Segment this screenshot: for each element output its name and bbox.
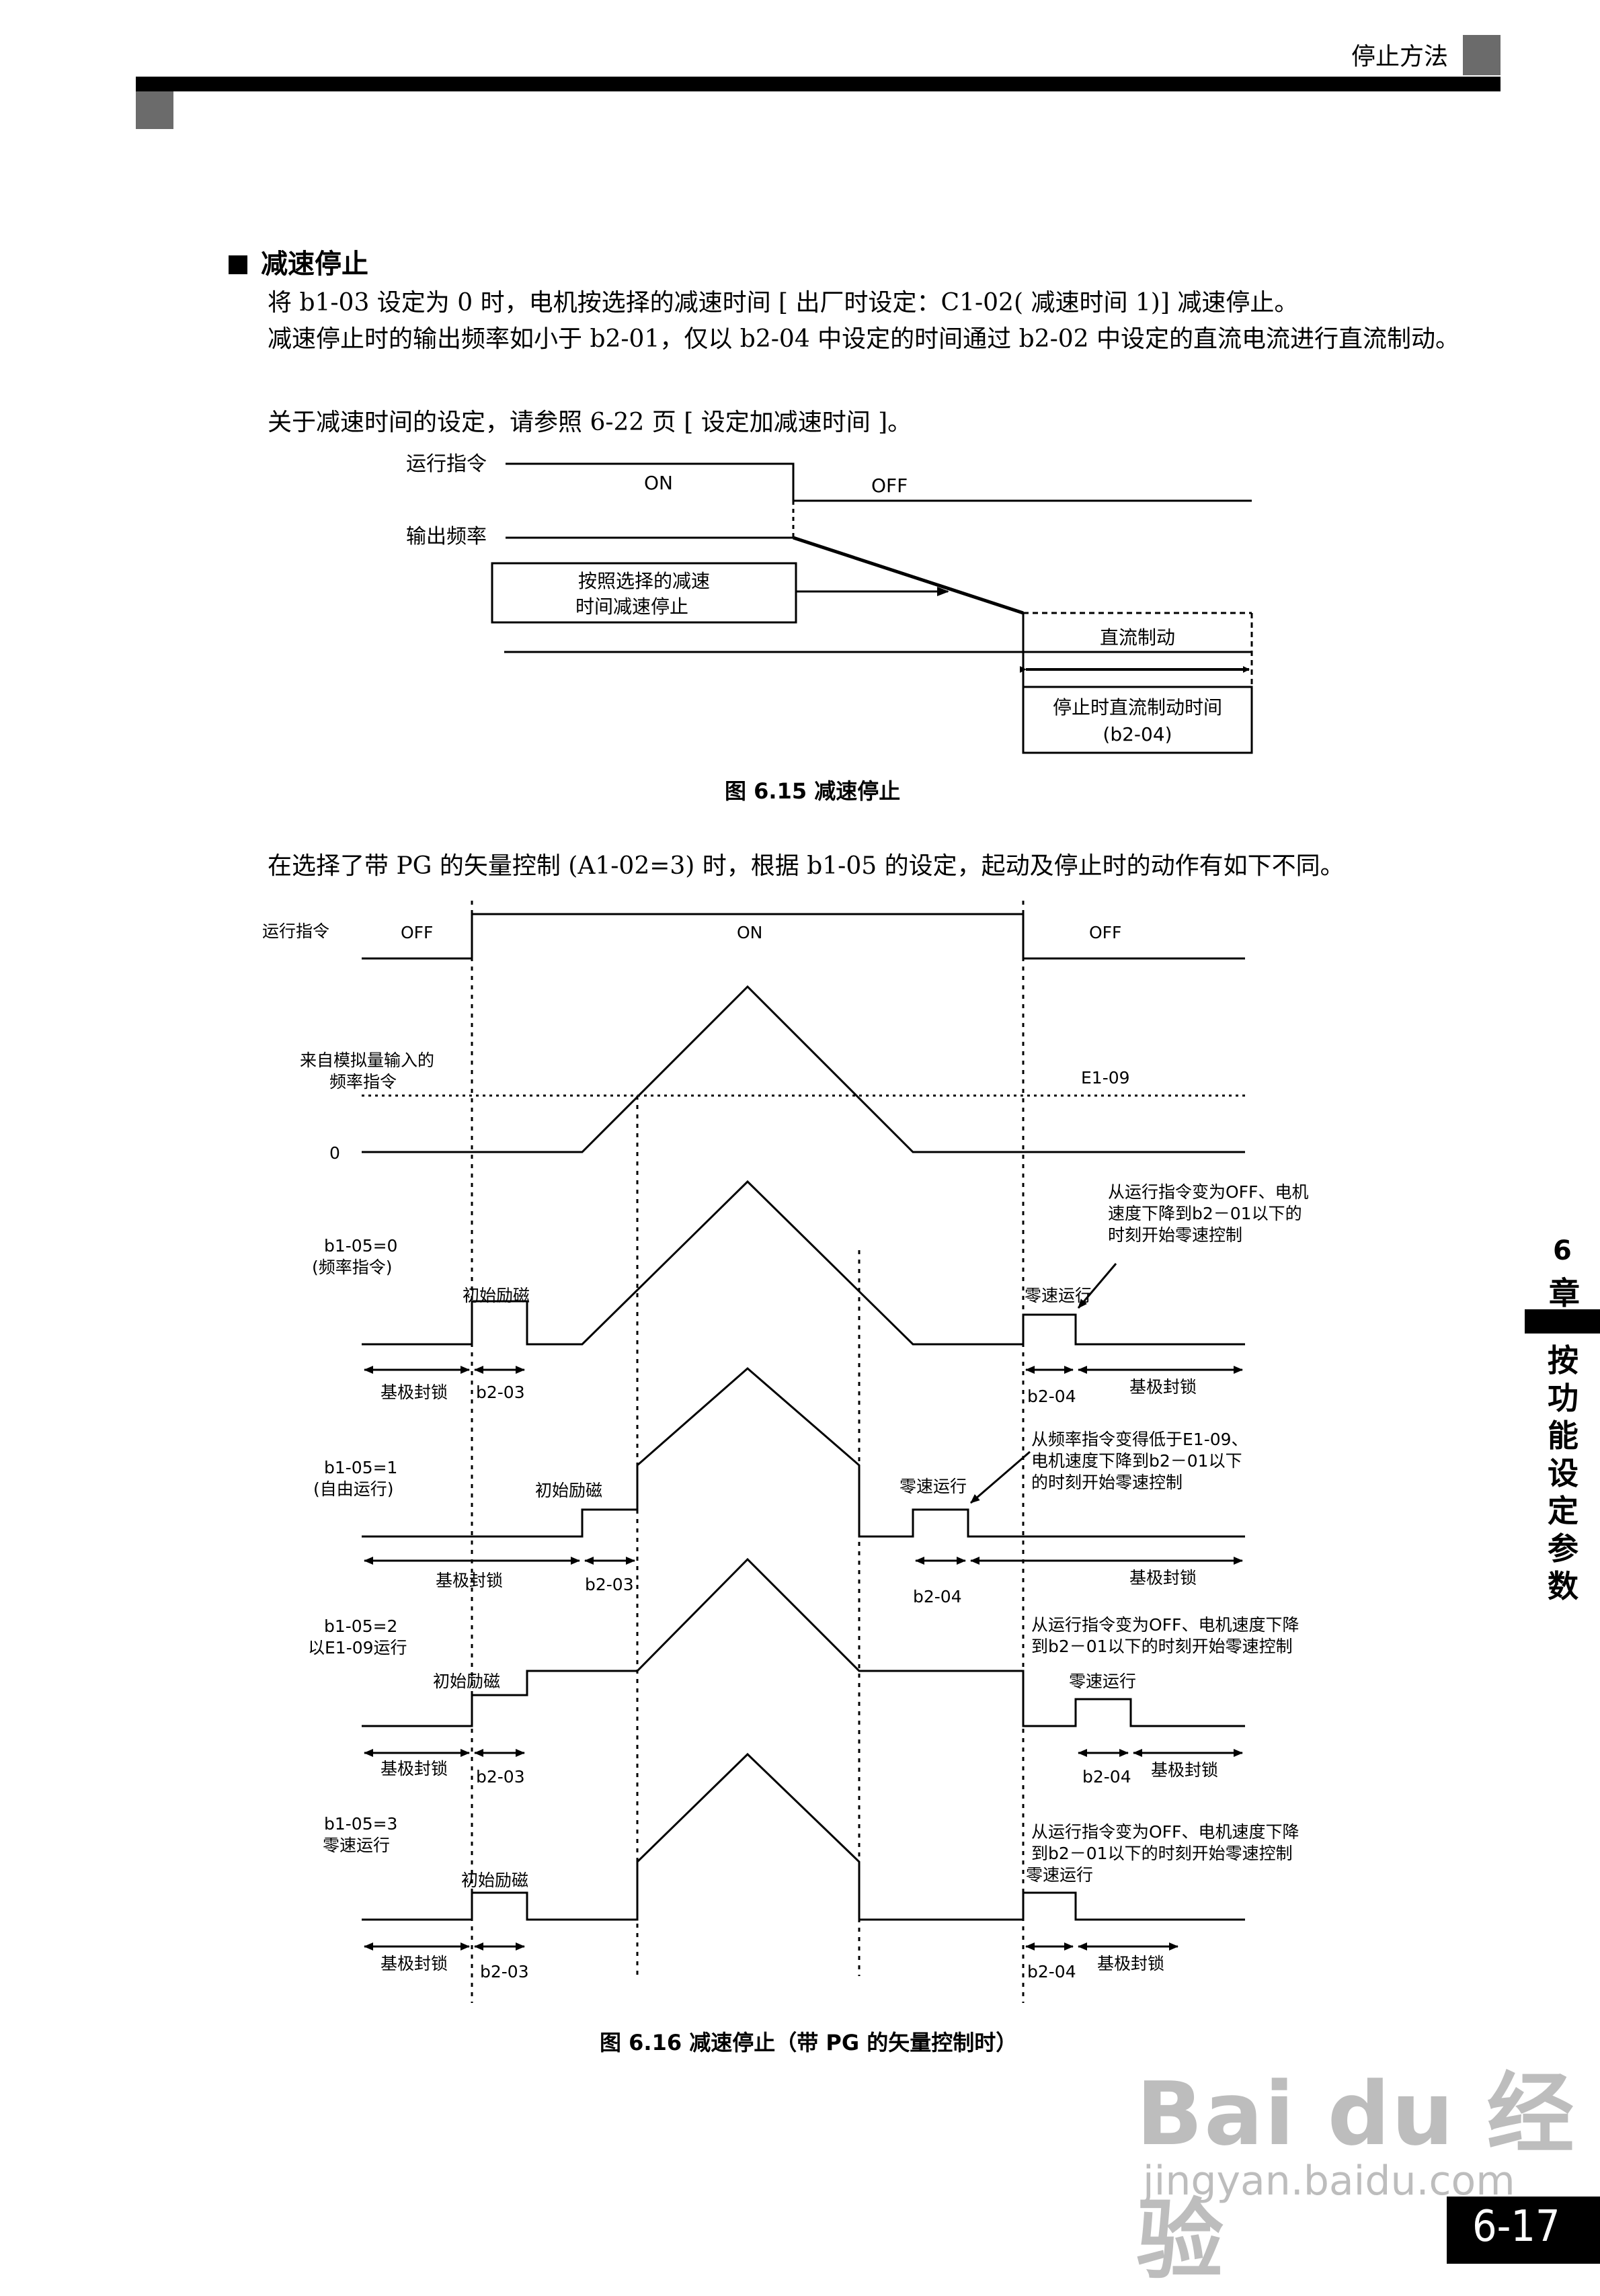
analog-signal bbox=[362, 985, 1245, 1153]
chapter-char: 章 bbox=[1549, 1275, 1580, 1311]
section-title: 减速停止 bbox=[229, 242, 368, 281]
fig15-box2-line1: 停止时直流制动时间 bbox=[1053, 696, 1222, 719]
r2-bb2: 基极封锁 bbox=[1151, 1760, 1218, 1780]
r2-b203: b2-03 bbox=[476, 1767, 525, 1787]
r0-note3: 时刻开始零速控制 bbox=[1108, 1225, 1242, 1245]
r2-note1: 从运行指令变为OFF、电机速度下降 bbox=[1031, 1615, 1299, 1635]
page-number: 6-17 bbox=[1472, 2202, 1560, 2252]
r1-init: 初始励磁 bbox=[535, 1481, 602, 1500]
fig15-box1-line2: 时间减速停止 bbox=[575, 596, 688, 618]
f16-zero: 0 bbox=[329, 1143, 340, 1163]
r3-line1: b1-05=3 bbox=[324, 1814, 397, 1834]
chapter-bar bbox=[1525, 1309, 1600, 1334]
r1-b204: b2-04 bbox=[913, 1587, 962, 1606]
decel-box bbox=[491, 562, 797, 624]
r1-bb2: 基极封锁 bbox=[1129, 1568, 1197, 1588]
paragraph-4: 在选择了带 PG 的矢量控制 (A1-02=3) 时，根据 b1-05 的设定，… bbox=[268, 852, 1345, 880]
r3-note1: 从运行指令变为OFF、电机速度下降 bbox=[1031, 1822, 1299, 1842]
r0-note2: 速度下降到b2－01以下的 bbox=[1108, 1204, 1302, 1223]
r1-line1: b1-05=1 bbox=[324, 1458, 397, 1477]
r2-line2: 以E1-09运行 bbox=[308, 1638, 407, 1657]
paragraph-2: 减速停止时的输出频率如小于 b2-01，仅以 b2-04 中设定的时间通过 b2… bbox=[268, 325, 1459, 353]
r0-note1: 从运行指令变为OFF、电机 bbox=[1108, 1182, 1308, 1202]
row3-signal bbox=[362, 1752, 1245, 1921]
fig15-box2-line2: (b2-04) bbox=[1103, 723, 1172, 745]
fig15-dc-brake: 直流制动 bbox=[1100, 626, 1175, 649]
r0-bb1: 基极封锁 bbox=[381, 1383, 448, 1402]
r1-note3: 的时刻开始零速控制 bbox=[1031, 1473, 1183, 1492]
header-small-square bbox=[136, 91, 173, 129]
f16-e109: E1-09 bbox=[1081, 1068, 1130, 1088]
f16-off1: OFF bbox=[401, 923, 433, 942]
r1-line2: (自由运行) bbox=[313, 1479, 394, 1499]
fig15-off: OFF bbox=[871, 475, 908, 497]
r2-note2: 到b2－01以下的时刻开始零速控制 bbox=[1031, 1637, 1293, 1656]
fig15-box1-line1: 按照选择的减速 bbox=[578, 570, 710, 592]
r1-bb1: 基极封锁 bbox=[436, 1571, 503, 1590]
f16-run-label: 运行指令 bbox=[262, 921, 329, 941]
r0-b203: b2-03 bbox=[476, 1383, 525, 1402]
figure-6-16-caption: 图 6.16 减速停止（带 PG 的矢量控制时） bbox=[600, 2030, 1018, 2055]
row1-note-arrow bbox=[970, 1450, 1031, 1504]
chapter-label: 按功能设定参数 bbox=[1548, 1342, 1578, 1604]
r0-line1: b1-05=0 bbox=[324, 1236, 397, 1256]
run-command-signal bbox=[506, 462, 1252, 502]
f16-off2: OFF bbox=[1089, 923, 1121, 942]
figure-6-15: 运行指令 ON OFF 输出频率 按照选择的减速 时间减速停止 直流制动 停止时… bbox=[406, 452, 1253, 754]
header-bar bbox=[136, 77, 1501, 91]
r2-b204: b2-04 bbox=[1082, 1767, 1131, 1787]
r0-b204: b2-04 bbox=[1027, 1387, 1076, 1406]
r3-init: 初始励磁 bbox=[461, 1871, 528, 1890]
freq-decel-line bbox=[793, 536, 1024, 615]
r2-line1: b1-05=2 bbox=[324, 1616, 397, 1636]
paragraph-1: 将 b1-03 设定为 0 时，电机按选择的减速时间 [ 出厂时设定：C1-02… bbox=[268, 289, 1299, 317]
page-number-box bbox=[1447, 2197, 1600, 2264]
paragraph-3: 关于减速时间的设定，请参照 6-22 页 [ 设定加减速时间 ]。 bbox=[268, 409, 912, 436]
header-square bbox=[1463, 35, 1501, 75]
r0-line2: (频率指令) bbox=[312, 1258, 393, 1277]
fig15-run-label: 运行指令 bbox=[406, 452, 487, 476]
f16-run-signal bbox=[362, 913, 1245, 960]
r2-zero: 零速运行 bbox=[1069, 1672, 1136, 1691]
f16-analog-line1: 来自模拟量输入的 bbox=[300, 1051, 434, 1070]
r3-zero: 零速运行 bbox=[1026, 1865, 1093, 1885]
fig15-freq-label: 输出频率 bbox=[406, 525, 487, 548]
r3-b204: b2-04 bbox=[1027, 1962, 1076, 1981]
r1-zero: 零速运行 bbox=[899, 1477, 967, 1496]
r3-note2: 到b2－01以下的时刻开始零速控制 bbox=[1031, 1844, 1293, 1863]
r0-init: 初始励磁 bbox=[463, 1286, 530, 1305]
r2-bb1: 基极封锁 bbox=[381, 1759, 448, 1778]
row0-note-arrow bbox=[1077, 1263, 1117, 1309]
row0-signal bbox=[362, 1180, 1245, 1346]
f16-on: ON bbox=[737, 923, 762, 942]
r3-bb1: 基极封锁 bbox=[381, 1954, 448, 1973]
r1-note1: 从频率指令变得低于E1-09、 bbox=[1031, 1430, 1248, 1449]
r1-note2: 电机速度下降到b2－01以下 bbox=[1031, 1451, 1242, 1471]
r0-zero: 零速运行 bbox=[1025, 1286, 1092, 1305]
chapter-number: 6 bbox=[1553, 1235, 1572, 1266]
r1-b203: b2-03 bbox=[585, 1575, 634, 1594]
row1-signal bbox=[362, 1367, 1245, 1538]
figure-6-16: 运行指令 OFF ON OFF 来自模拟量输入的 频率指令 E1-09 0 b1… bbox=[262, 901, 1308, 2003]
r2-init: 初始励磁 bbox=[433, 1672, 500, 1691]
r0-bb2: 基极封锁 bbox=[1129, 1377, 1197, 1397]
header-title: 停止方法 bbox=[1351, 43, 1449, 71]
fig15-on: ON bbox=[644, 472, 673, 494]
row2-signal bbox=[362, 1557, 1245, 1727]
figure-6-15-caption: 图 6.15 减速停止 bbox=[725, 778, 901, 804]
dc-time-box bbox=[1022, 686, 1253, 754]
r3-b203: b2-03 bbox=[480, 1962, 529, 1981]
r3-line2: 零速运行 bbox=[323, 1836, 390, 1855]
section-title-text: 减速停止 bbox=[261, 249, 368, 280]
r3-bb2: 基极封锁 bbox=[1097, 1954, 1164, 1973]
f16-analog-line2: 频率指令 bbox=[329, 1072, 397, 1092]
bullet-square-icon bbox=[229, 255, 247, 274]
